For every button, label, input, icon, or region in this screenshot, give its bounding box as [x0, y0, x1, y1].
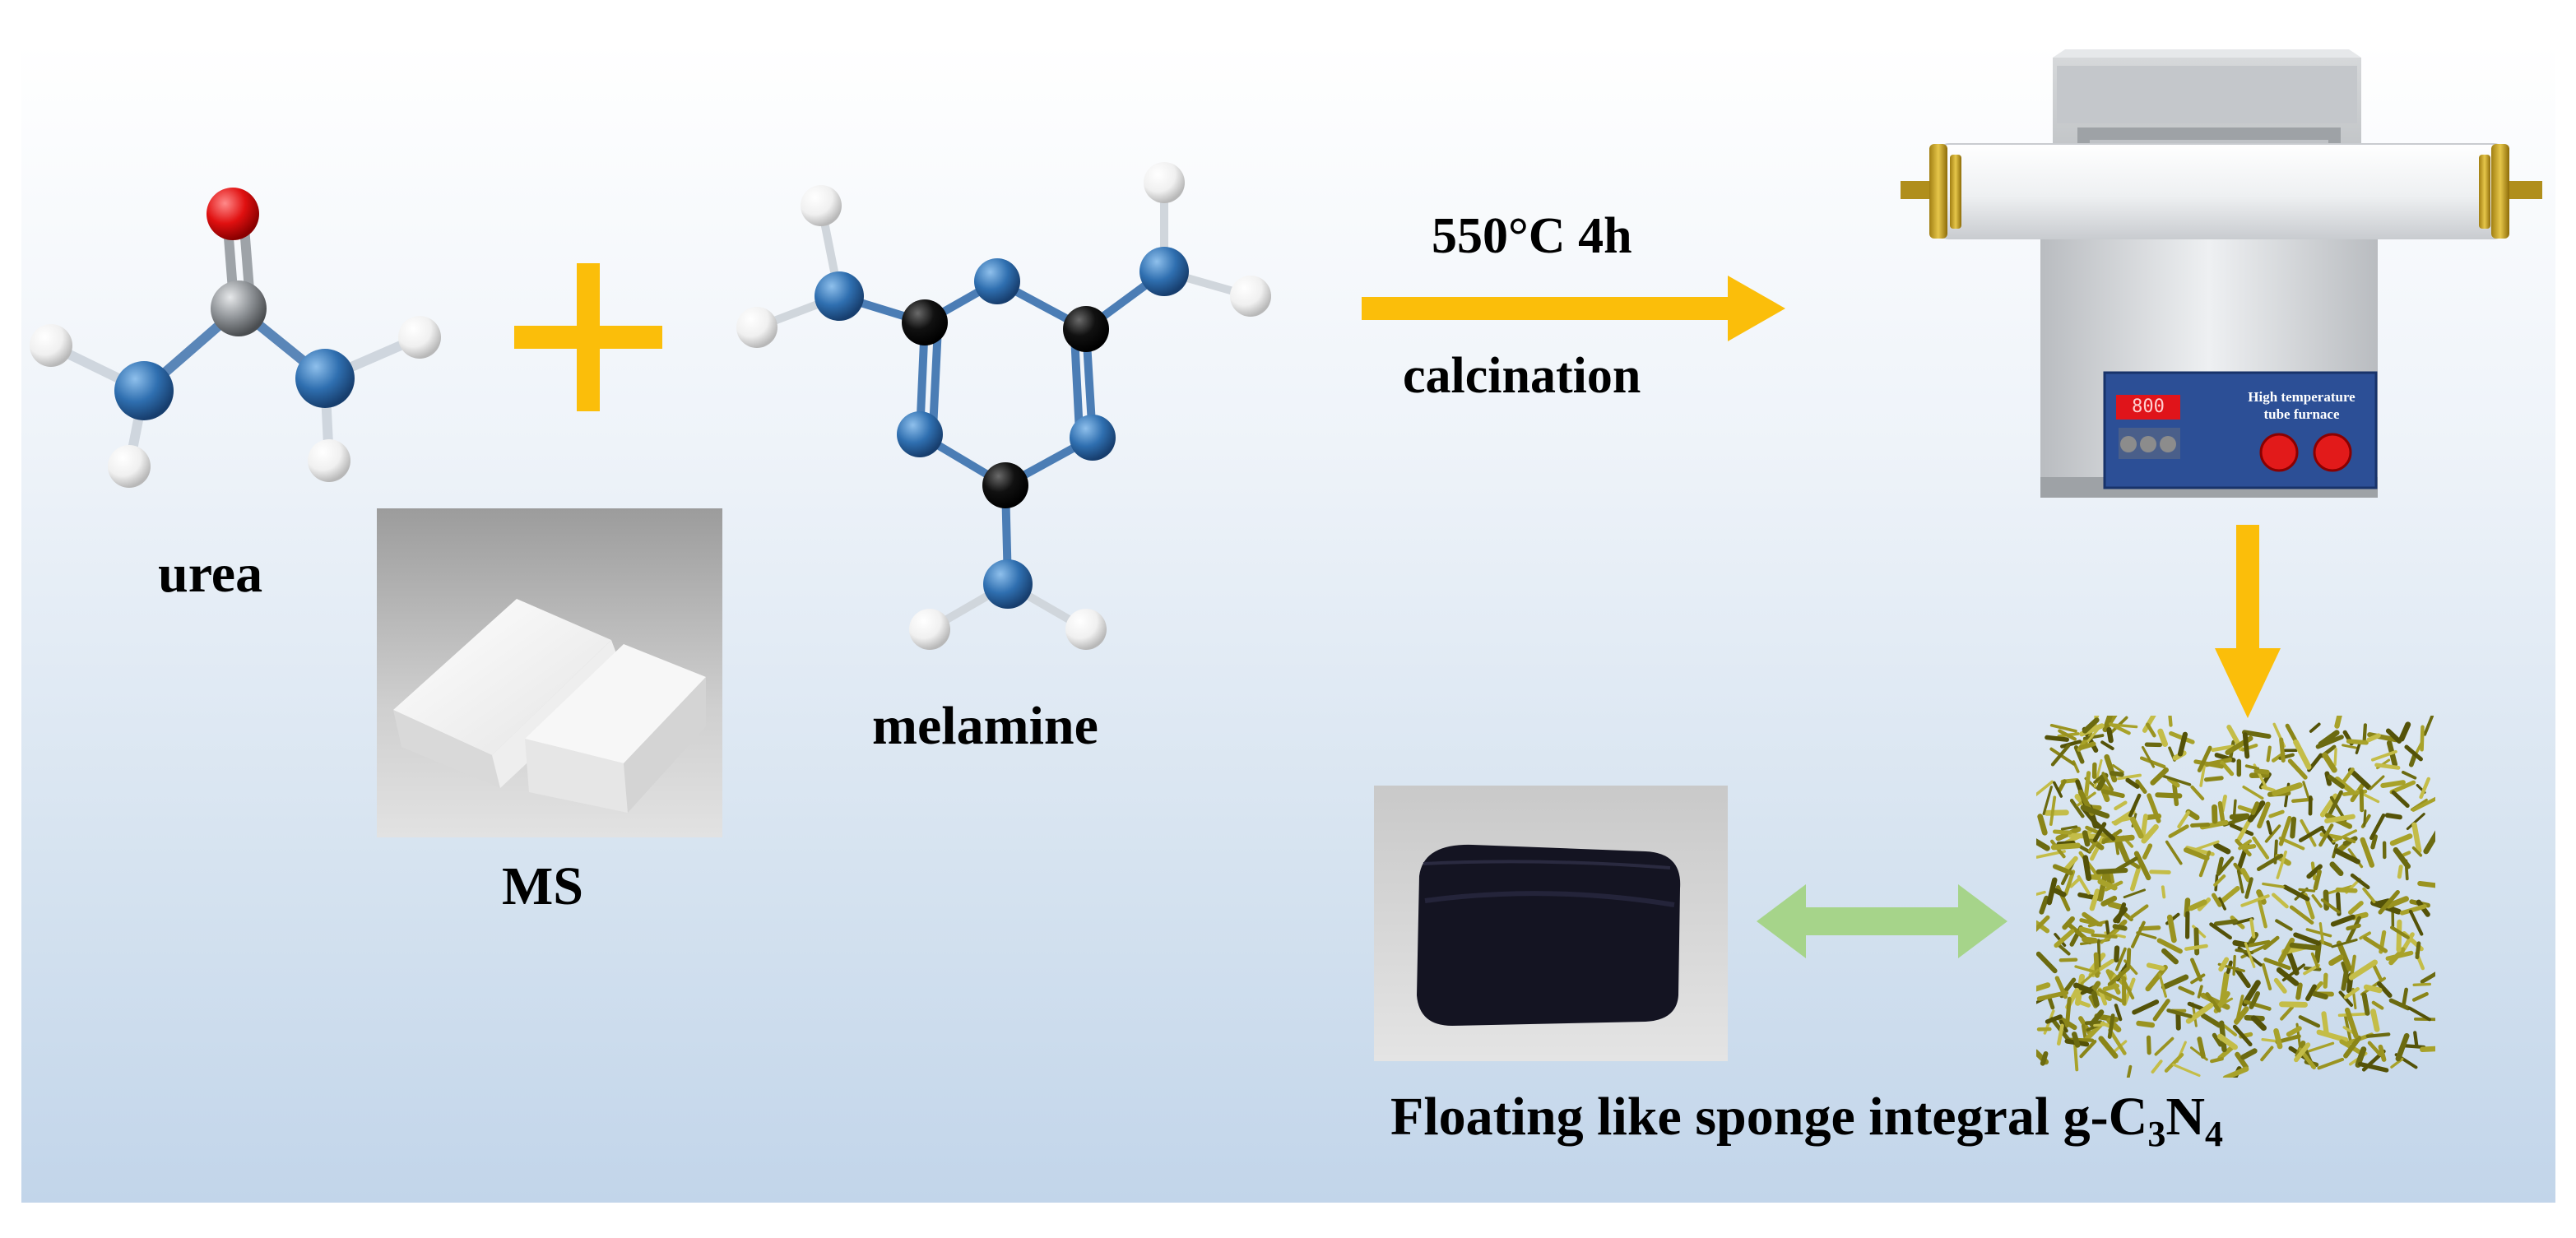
- carbon-atom: [1063, 306, 1109, 352]
- tube-furnace-body: [1901, 49, 2542, 498]
- nitrogen-atom: [974, 258, 1020, 304]
- nitrogen-atom: [114, 361, 174, 420]
- arrow-down-icon: [2215, 525, 2281, 718]
- urea-molecule: [30, 188, 441, 488]
- furnace-display: 800: [2132, 396, 2165, 417]
- red-button: [2259, 433, 2299, 472]
- melamine-sponge-photo: [377, 508, 722, 837]
- hydrogen-atom: [1144, 162, 1185, 203]
- hydrogen-atom: [909, 609, 950, 650]
- hydrogen-atom: [398, 316, 441, 359]
- nitrogen-atom: [1070, 415, 1116, 461]
- product-label-sub1: 3: [2147, 1114, 2166, 1155]
- hydrogen-atom: [736, 307, 777, 348]
- arrow-right-icon: [1362, 276, 1785, 341]
- melamine-label: melamine: [872, 696, 1098, 756]
- g-c3n4-network-structure: [2036, 716, 2435, 1078]
- product-label-sub2: 4: [2205, 1114, 2223, 1155]
- temperature-time-label: 550°C 4h: [1432, 208, 1632, 264]
- nitrogen-atom: [1139, 247, 1189, 296]
- melamine-molecule: [736, 162, 1271, 650]
- ms-label: MS: [502, 856, 583, 916]
- carbon-atom: [211, 281, 267, 336]
- calcination-label: calcination: [1403, 348, 1641, 404]
- hydrogen-atom: [1230, 276, 1271, 317]
- carbon-atom: [982, 462, 1028, 508]
- plus-icon: [514, 263, 662, 411]
- nitrogen-atom: [983, 559, 1033, 609]
- double-arrow-icon: [1757, 884, 2007, 958]
- tube-furnace: 800 High temperature tube furnace: [1901, 49, 2559, 510]
- product-label-mid: N: [2165, 1087, 2205, 1147]
- carbon-atom: [902, 299, 948, 345]
- red-button: [2313, 433, 2352, 472]
- hydrogen-atom: [30, 324, 72, 367]
- g-c3n4-sponge-photo: [1374, 786, 1728, 1061]
- furnace-title-line1: High temperature: [2248, 389, 2356, 405]
- furnace-title-line2: tube furnace: [2263, 406, 2340, 422]
- hydrogen-atom: [801, 185, 842, 226]
- nitrogen-atom: [295, 349, 355, 408]
- urea-label: urea: [158, 544, 263, 604]
- product-label: Floating like sponge integral g-C3N4: [1390, 1086, 2223, 1155]
- hydrogen-atom: [1065, 609, 1107, 650]
- product-label-prefix: Floating like sponge integral g-C: [1390, 1087, 2148, 1147]
- nitrogen-atom: [815, 271, 864, 321]
- hydrogen-atom: [308, 439, 350, 482]
- nitrogen-atom: [897, 411, 943, 457]
- oxygen-atom: [207, 188, 259, 240]
- furnace-panel-title: High temperature tube furnace: [2234, 388, 2369, 423]
- hydrogen-atom: [108, 445, 151, 488]
